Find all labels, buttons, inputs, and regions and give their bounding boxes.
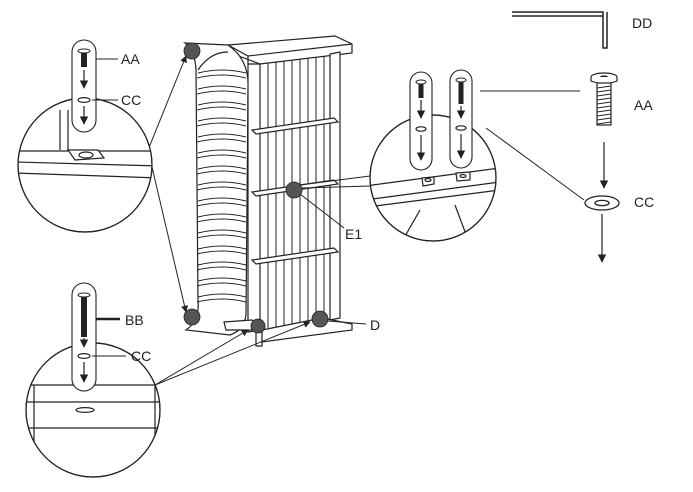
label-cc-right: CC [634,194,655,210]
washer-icon [77,96,91,103]
label-cc-left-bottom: CC [131,348,152,364]
bolt-icon [77,48,91,67]
bolt-icon [590,72,618,126]
washer-icon [77,353,91,360]
detail-callout-right [369,69,497,242]
label-bb: BB [125,312,144,328]
bolt-icon [77,292,91,337]
label-cc-left-top: CC [121,92,142,108]
bookshelf [182,35,353,347]
detail-callout-top-left [17,39,153,233]
washer-icon [584,195,620,211]
label-e1: E1 [345,226,363,242]
connection-point [183,42,329,334]
label-aa-right: AA [634,97,653,113]
label-aa-left: AA [121,51,140,67]
allen-key-icon [512,11,608,49]
detail-callout-bottom-left [25,282,161,478]
label-d: D [370,317,381,333]
label-dd: DD [632,15,653,31]
